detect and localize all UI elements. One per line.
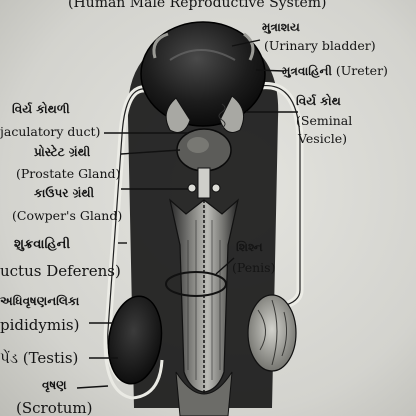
scrotum-left xyxy=(103,319,164,400)
seminal-vesicle-label-en-2: Vesicle) xyxy=(298,131,347,146)
ureter-label-gu: મુત્રવાહિની xyxy=(282,64,332,78)
testis-right xyxy=(247,294,297,372)
seminal-vesicle-label-en-1: (Seminal xyxy=(296,113,353,128)
cowpers-gland-left xyxy=(187,183,197,193)
urinary-bladder-label-en: (Urinary bladder) xyxy=(264,38,376,53)
prostate-gland-label-gu: પ્રોસ્ટેટ ગ્રંથી xyxy=(34,145,91,159)
glans xyxy=(175,371,233,416)
cowpers-gland-label-gu: કાઉપર ગ્રંથી xyxy=(34,186,95,200)
leader-prostate xyxy=(120,149,181,155)
seminal-vesicle-label-gu: વિર્ય કોથ xyxy=(296,94,341,108)
leader-bladder xyxy=(231,39,261,47)
prostate-gland-label-en: (Prostate Gland) xyxy=(16,166,121,181)
leader-scrotum xyxy=(76,385,109,389)
bladder-highlight xyxy=(169,49,236,61)
leader-penis xyxy=(215,257,235,275)
testis-left xyxy=(107,295,163,385)
urinary-bladder-label-gu: મુત્રાશય xyxy=(262,20,300,34)
ureter-label-en: (Ureter) xyxy=(335,63,388,78)
leader-ureter xyxy=(255,69,285,72)
testis-right-lobes xyxy=(257,299,288,366)
ureter-right xyxy=(243,32,255,61)
scrotum-label-en: (Scrotum) xyxy=(16,399,93,416)
ureter-left xyxy=(152,32,169,59)
vas-deferens-label-gu: શુક્રવાહિની xyxy=(14,237,71,252)
vas-deferens-right-outline xyxy=(244,85,301,307)
epididymis-label-en: pididymis) xyxy=(0,316,80,334)
vesicle-coil xyxy=(218,103,226,129)
seminal-vesicle-left xyxy=(165,97,191,133)
penis-label-en: (Penis) xyxy=(232,260,276,275)
scrotum-label-gu: વૃષણ xyxy=(42,378,67,392)
cowpers-gland-label-en: (Cowper's Gland) xyxy=(12,208,123,223)
testis-label: પેંડ (Testis) xyxy=(0,349,79,367)
ejaculatory-duct-label-en: jaculatory duct) xyxy=(0,124,101,139)
urethra-segment xyxy=(197,167,211,199)
ejaculatory-duct-label-gu: વિર્ય કોથળી xyxy=(12,102,70,116)
leader-lines xyxy=(76,39,298,389)
ureter-label: મુત્રવાહિની (Ureter) xyxy=(282,63,388,79)
shaft-stripes xyxy=(187,220,221,380)
penis-label-gu: શિશ્ન xyxy=(236,240,263,254)
vas-deferens-label-en: uctus Deferens) xyxy=(0,262,121,280)
epididymis-label-gu: અધિવૃષણનલિકા xyxy=(0,294,80,308)
diagram-title: (Human Male Reproductive System) xyxy=(68,0,327,11)
penis-marker-ring xyxy=(165,271,227,297)
prostate-shade xyxy=(187,137,209,153)
seminal-vesicle-right xyxy=(219,95,245,133)
cowpers-gland-right xyxy=(211,183,221,193)
